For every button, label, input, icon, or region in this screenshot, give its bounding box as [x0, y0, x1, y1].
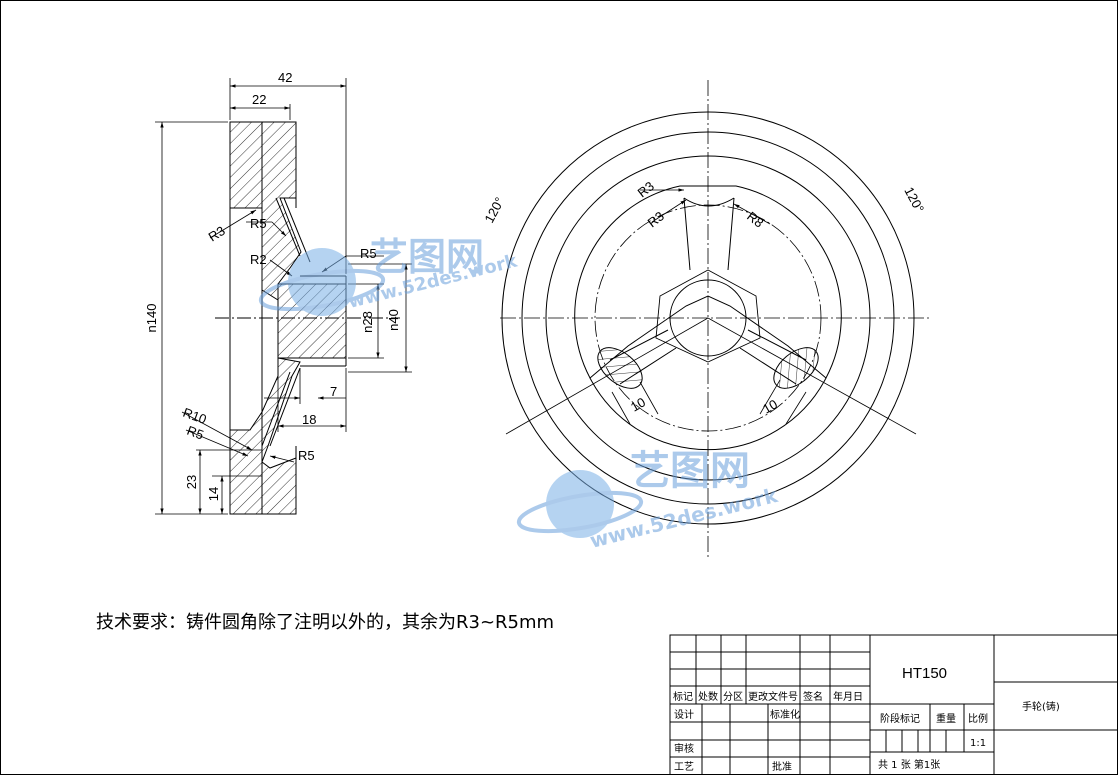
label-process: 工艺 — [674, 761, 694, 773]
label-standardization: 标准化 — [770, 708, 800, 721]
sheet-count: 共 1 张 第1张 — [878, 758, 940, 771]
watermark-brand-lower: 艺图网 — [630, 448, 750, 494]
dim-hub-width: 22 — [252, 92, 266, 107]
label-stage-mark: 阶段标记 — [880, 712, 920, 725]
label-design: 设计 — [674, 708, 694, 721]
spoke-width-right: 10 — [760, 396, 780, 416]
watermark-lower: 艺图网 www.52des.work — [516, 448, 781, 553]
dim-hub-offset: 7 — [330, 384, 337, 399]
revision-header-cell: 签名 — [803, 690, 823, 703]
angle-right: 120° — [901, 184, 927, 215]
pitch-circle — [594, 204, 822, 432]
spoke-top — [683, 197, 735, 271]
dim-diameter-hub-inner: n28 — [360, 311, 375, 333]
part-name: 手轮(铸) — [1022, 700, 1060, 713]
inner-window — [574, 185, 842, 379]
dim-overall-width: 42 — [278, 70, 292, 85]
hub-boss — [655, 269, 761, 363]
revision-header-cell: 分区 — [723, 691, 743, 703]
technical-requirements: 技术要求：铸件圆角除了注明以外的，其余为R3~R5mm — [96, 612, 554, 633]
dim-base-23: 23 — [184, 475, 199, 489]
revision-header-cell: 标记 — [673, 691, 693, 703]
label-scale: 比例 — [968, 712, 988, 725]
dim-base-14: 14 — [206, 487, 221, 501]
revision-header-cell: 年月日 — [833, 690, 863, 703]
radius-r3-inner: R3 — [645, 208, 667, 230]
section-hatch-lower — [229, 357, 301, 515]
radius-r5-top: R5 — [250, 216, 267, 231]
rim-third-circle — [545, 155, 871, 481]
radius-r3-outer: R3 — [635, 178, 657, 200]
dim-diameter-hub: n40 — [386, 309, 401, 331]
front-view — [500, 80, 930, 560]
revision-header-cell: 处数 — [698, 690, 718, 703]
hub-circle — [669, 279, 747, 357]
label-approve: 批准 — [772, 760, 792, 773]
revision-header: 标记处数分区更改文件号签名年月日 — [673, 690, 863, 703]
rim-inner-circle — [521, 131, 895, 505]
label-review: 审核 — [674, 742, 694, 755]
radius-r5-hub: R5 — [360, 246, 377, 261]
scale-value: 1:1 — [970, 738, 986, 749]
radius-r2: R2 — [250, 252, 267, 267]
dim-hub-length: 18 — [302, 412, 316, 427]
angle-left: 120° — [481, 195, 507, 226]
radius-r5-low: R5 — [185, 423, 206, 443]
rim-outer-circle — [501, 111, 915, 525]
dim-diameter-outer: n140 — [144, 304, 159, 333]
revision-header-cell: 更改文件号 — [748, 690, 798, 703]
title-block — [669, 634, 1118, 775]
material-label: HT150 — [902, 665, 947, 682]
watermark-brand-upper: 艺图网 — [370, 235, 484, 279]
label-weight: 重量 — [936, 712, 956, 725]
radius-r5-bottom: R5 — [298, 448, 315, 463]
radius-r3: R3 — [206, 223, 228, 245]
spoke-width-left: 10 — [628, 394, 648, 414]
